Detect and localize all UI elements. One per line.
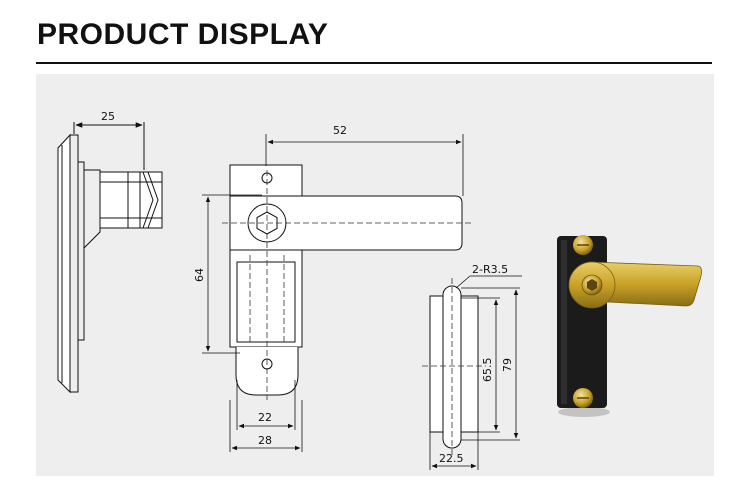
dim-handle-length: 52 (333, 124, 347, 137)
dim-height-64: 64 (193, 268, 206, 282)
front-centerlines (222, 170, 472, 400)
slot-view (429, 285, 479, 449)
dim-slot-height-655: 65.5 (481, 358, 494, 383)
dim-slot-radius: 2-R3.5 (472, 263, 508, 276)
front-view (229, 164, 463, 396)
product-photo (557, 235, 702, 417)
dim-base-width-22: 22 (258, 411, 272, 424)
dim-slot-width: 22.5 (439, 452, 464, 465)
side-view (57, 122, 163, 394)
slot-dimensions (429, 275, 522, 470)
front-dimensions (202, 134, 464, 452)
page-title: PRODUCT DISPLAY (37, 18, 329, 51)
title-divider (36, 62, 712, 64)
dim-side-depth: 25 (101, 110, 115, 123)
slot-centerlines (422, 278, 486, 455)
dim-base-width-28: 28 (258, 434, 272, 447)
dim-slot-height-79: 79 (501, 358, 514, 372)
